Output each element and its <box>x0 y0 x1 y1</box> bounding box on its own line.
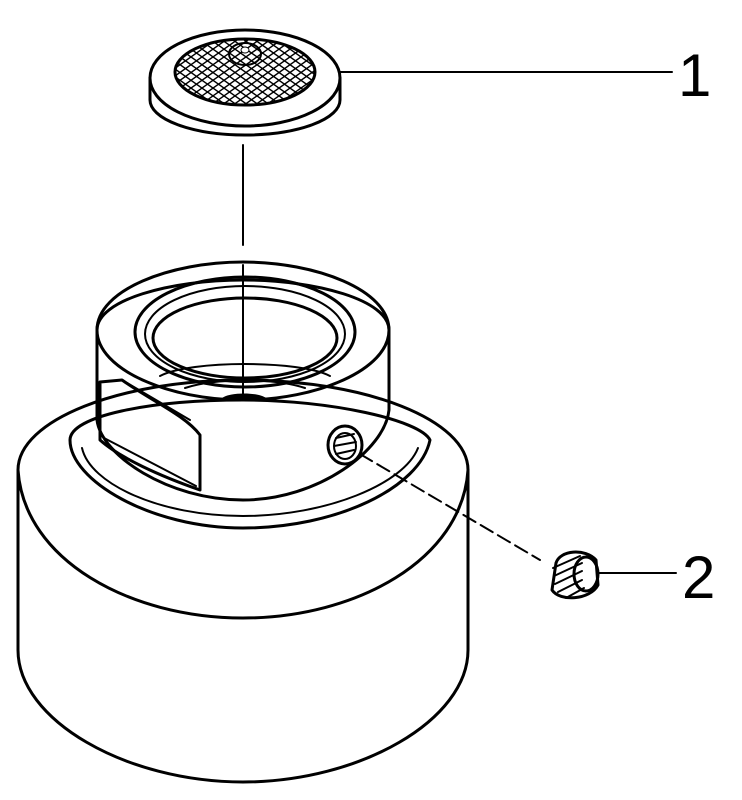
mesh-line <box>175 39 219 105</box>
callout-1: 1 <box>339 42 711 109</box>
callout-1-number: 1 <box>678 42 711 109</box>
part-2-set-screw <box>550 550 600 600</box>
mesh-line <box>175 39 219 105</box>
part-1-strainer-washer <box>148 28 342 137</box>
callout-2-number: 2 <box>682 544 715 611</box>
mesh-line <box>175 39 208 105</box>
mesh-line <box>251 39 315 105</box>
mesh-line <box>240 39 315 105</box>
mesh-line <box>229 39 315 105</box>
set-screw-hole <box>326 424 364 466</box>
mesh-line <box>175 39 241 105</box>
mesh-line <box>175 39 186 105</box>
mesh-line <box>218 39 315 105</box>
mesh-line <box>175 39 230 105</box>
mesh-line <box>175 39 186 105</box>
set-screw-assembly-line <box>359 453 541 561</box>
mesh-line <box>175 39 252 105</box>
aerator-housing <box>16 260 470 784</box>
mesh-line <box>175 39 208 105</box>
callout-2: 2 <box>597 544 715 611</box>
